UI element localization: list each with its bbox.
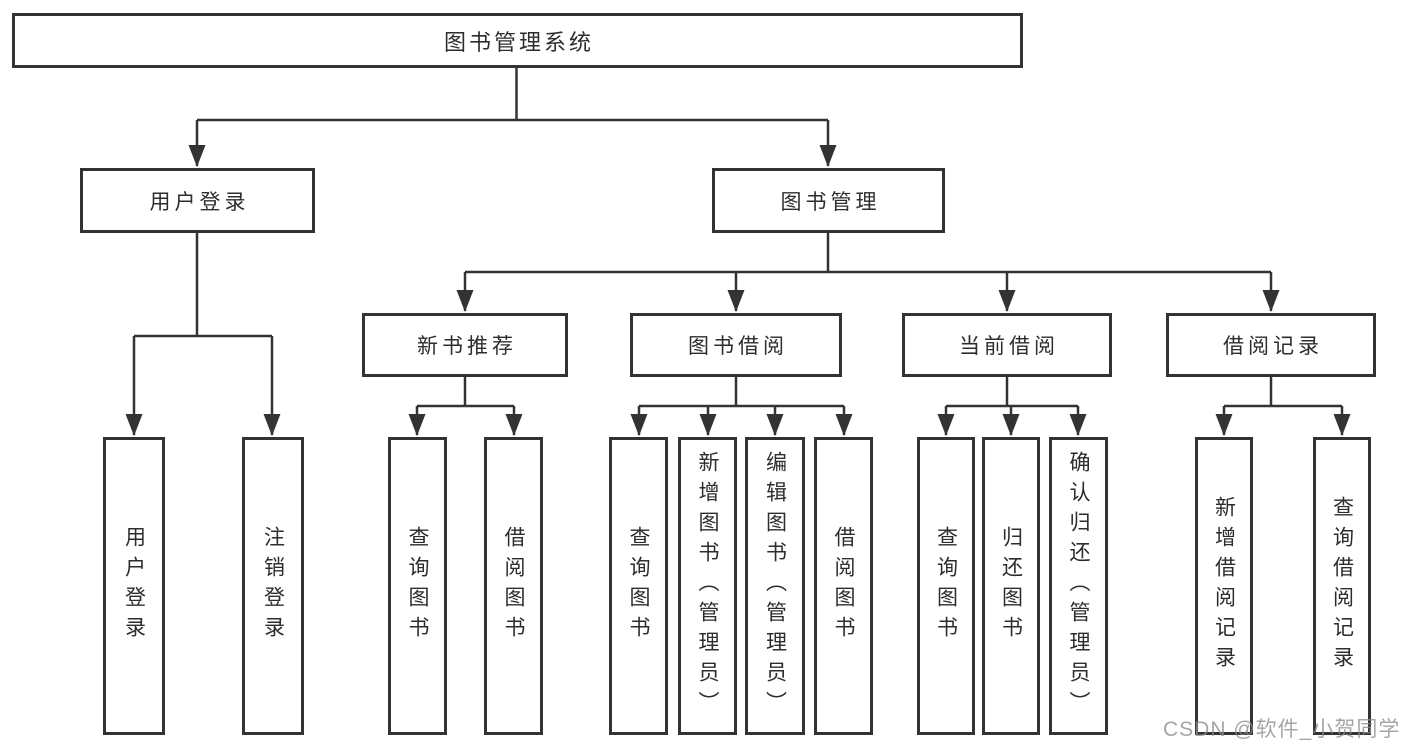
node-current-borrowing: 当前借阅: [902, 313, 1112, 377]
node-user-login-label: 用户登录: [149, 190, 250, 214]
leaf-add-book-admin-label: 新增图书（管理员）: [696, 451, 719, 721]
leaf-add-borrow-record: 新增借阅记录: [1195, 437, 1253, 735]
node-new-book-recommendation-label: 新书推荐: [417, 335, 517, 358]
node-book-management-label: 图书管理: [780, 190, 881, 214]
leaf-confirm-return-admin: 确认归还（管理员）: [1049, 437, 1108, 735]
leaf-return-book: 归还图书: [982, 437, 1040, 735]
node-book-borrowing-label: 图书借阅: [688, 335, 788, 358]
connector-root-to-level2: [197, 68, 828, 122]
leaf-edit-book-admin: 编辑图书（管理员）: [745, 437, 805, 735]
csdn-watermark: CSDN @软件_小贺同学: [1163, 718, 1401, 741]
leaf-borrow-book-recommend-label: 借阅图书: [502, 526, 525, 646]
leaf-query-book-recommend-label: 查询图书: [406, 526, 429, 646]
leaf-borrow-book-label: 借阅图书: [832, 526, 855, 646]
node-borrowing-records-label: 借阅记录: [1223, 335, 1323, 358]
connector-current-children: [946, 377, 1078, 408]
leaf-add-borrow-record-label: 新增借阅记录: [1212, 496, 1236, 676]
node-root-label: 图书管理系统: [443, 29, 594, 55]
node-root: 图书管理系统: [12, 13, 1023, 68]
leaf-confirm-return-admin-label: 确认归还（管理员）: [1067, 451, 1090, 721]
leaf-add-book-admin: 新增图书（管理员）: [678, 437, 737, 735]
node-user-login: 用户登录: [80, 168, 315, 233]
leaf-return-book-label: 归还图书: [999, 526, 1023, 646]
node-book-borrowing: 图书借阅: [630, 313, 842, 377]
node-current-borrowing-label: 当前借阅: [959, 335, 1059, 358]
leaf-query-book-current-label: 查询图书: [934, 526, 958, 646]
leaf-user-login: 用户登录: [103, 437, 165, 735]
leaf-borrow-book-recommend: 借阅图书: [484, 437, 543, 735]
connector-newbook-children: [417, 377, 514, 408]
connector-book-mgmt-sections: [465, 233, 1271, 274]
leaf-query-book-borrow-label: 查询图书: [627, 526, 650, 646]
leaf-logout-label: 注销登录: [261, 526, 285, 646]
leaf-query-book-recommend: 查询图书: [388, 437, 447, 735]
leaf-query-book-borrow: 查询图书: [609, 437, 668, 735]
node-new-book-recommendation: 新书推荐: [362, 313, 568, 377]
connector-borrow-children: [639, 377, 844, 408]
leaf-query-borrow-record: 查询借阅记录: [1313, 437, 1371, 735]
node-borrowing-records: 借阅记录: [1166, 313, 1376, 377]
connector-user-login-children: [134, 233, 272, 338]
connector-records-children: [1224, 377, 1342, 408]
leaf-borrow-book: 借阅图书: [814, 437, 873, 735]
leaf-query-borrow-record-label: 查询借阅记录: [1330, 496, 1354, 676]
leaf-query-book-current: 查询图书: [917, 437, 975, 735]
node-book-management: 图书管理: [712, 168, 945, 233]
leaf-user-login-label: 用户登录: [122, 526, 146, 646]
leaf-edit-book-admin-label: 编辑图书（管理员）: [763, 451, 787, 721]
leaf-logout: 注销登录: [242, 437, 304, 735]
